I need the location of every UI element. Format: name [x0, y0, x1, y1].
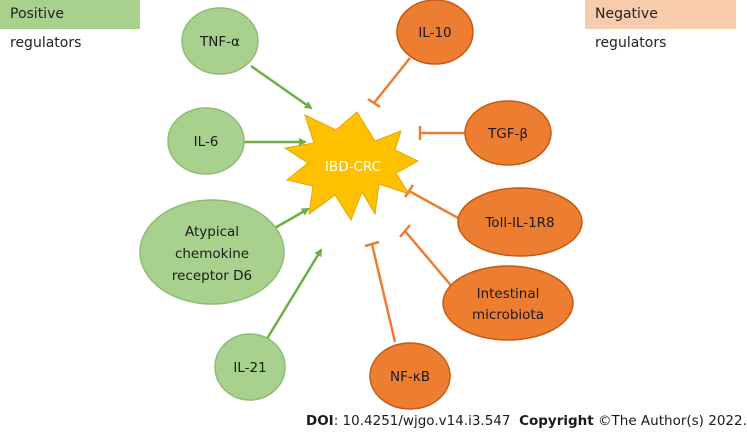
ibd-crc-label: IBD-CRC	[325, 159, 381, 175]
arrow-d6	[272, 207, 310, 231]
regulators-diagram: IBD-CRC TNF-α IL-6 Atypical chemokine re…	[139, 0, 583, 410]
il21-label: IL-21	[233, 360, 266, 376]
d6-label-line1: Atypical	[185, 224, 239, 240]
inhibit-toll-bar	[403, 184, 415, 198]
tnf-label: TNF-α	[199, 34, 240, 50]
il6-label: IL-6	[194, 134, 219, 150]
microbiota-label-line2: microbiota	[472, 307, 544, 323]
node-nfkb: NF-κB	[369, 342, 451, 410]
arrow-tnf	[250, 64, 313, 110]
tgfb-label: TGF-β	[487, 126, 528, 142]
microbiota-label-line1: Intestinal	[477, 286, 540, 302]
d6-label-line2: chemokine	[175, 246, 249, 262]
node-atypical-chemokine-receptor-d6: Atypical chemokine receptor D6	[139, 199, 285, 305]
doi-value: : 10.4251/wjgo.v14.i3.547	[333, 413, 511, 429]
doi-label: DOI	[306, 413, 334, 429]
node-tgfb: TGF-β	[464, 100, 552, 166]
doi-footer: DOI: 10.4251/wjgo.v14.i3.547 Copyright ©…	[306, 413, 747, 429]
copyright-value: ©The Author(s) 2022.	[593, 413, 747, 429]
copyright-label: Copyright	[519, 413, 594, 429]
legend-negative-regulators: Negative regulators	[585, 0, 736, 51]
legend-positive-regulators: Positive regulators	[0, 0, 140, 51]
inhibit-microbiota	[404, 230, 455, 290]
inhibit-nfkb-bar	[364, 240, 380, 248]
inhibit-il10-bar	[367, 97, 381, 109]
node-il10: IL-10	[396, 0, 474, 65]
inhibit-microbiota-bar	[399, 224, 411, 238]
inhibit-il10	[373, 57, 411, 104]
il10-label: IL-10	[418, 25, 451, 41]
node-tnf: TNF-α	[181, 7, 259, 75]
arrow-il21	[263, 248, 323, 343]
nfkb-label: NF-κB	[390, 369, 430, 385]
inhibit-nfkb	[370, 243, 397, 343]
inhibit-toll	[408, 189, 461, 221]
toll-label: Toll-IL-1R8	[484, 215, 554, 231]
node-intestinal-microbiota: Intestinal microbiota	[442, 265, 574, 341]
node-il6: IL-6	[167, 107, 245, 175]
d6-label-line3: receptor D6	[172, 268, 252, 284]
node-il21: IL-21	[214, 333, 286, 401]
node-toll-il-1r8: Toll-IL-1R8	[457, 187, 583, 257]
